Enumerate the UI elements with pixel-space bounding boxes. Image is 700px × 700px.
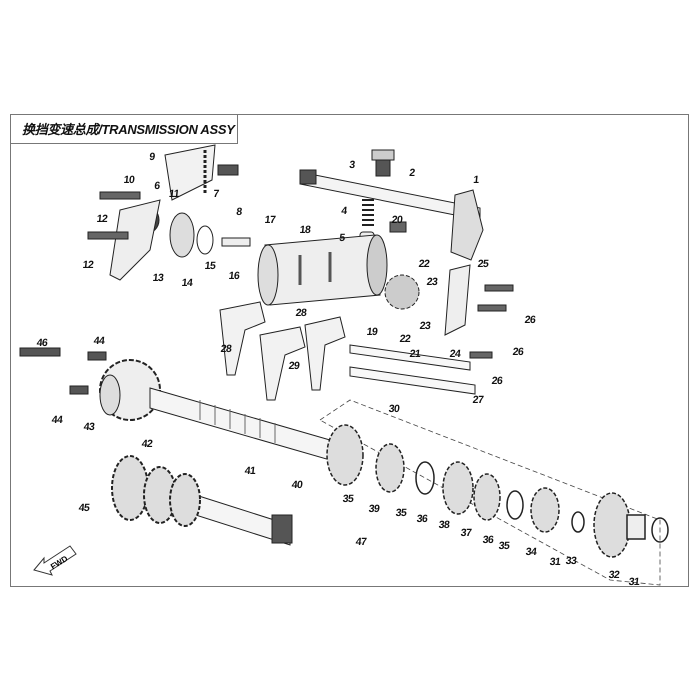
- callout-43: 43: [83, 421, 95, 433]
- gear-stack: [326, 424, 669, 558]
- callout-18: 18: [299, 224, 311, 236]
- callout-28: 28: [220, 343, 232, 355]
- callout-10: 10: [123, 174, 135, 186]
- callout-38: 38: [438, 519, 450, 531]
- diagram-frame: [10, 114, 689, 587]
- shift-drum: [257, 234, 388, 306]
- callout-34: 34: [525, 546, 537, 558]
- bolt-2: [371, 149, 395, 177]
- callout-32: 32: [608, 569, 620, 581]
- callout-15: 15: [204, 260, 216, 272]
- callout-21: 21: [409, 348, 421, 360]
- callout-13: 13: [152, 272, 164, 284]
- callout-35: 35: [498, 540, 510, 552]
- callout-22: 22: [399, 333, 411, 345]
- callout-35: 35: [342, 493, 354, 505]
- callout-14: 14: [181, 277, 193, 289]
- title-text: 换挡变速总成/TRANSMISSION ASSY: [22, 122, 235, 137]
- counter-shaft: [111, 455, 293, 546]
- callout-45: 45: [78, 502, 90, 514]
- callout-26: 26: [512, 346, 524, 358]
- callout-28: 28: [295, 307, 307, 319]
- callout-25: 25: [477, 258, 489, 270]
- shift-forks: [219, 301, 476, 401]
- gear-group-outline: [319, 399, 661, 586]
- callout-23: 23: [426, 276, 438, 288]
- callout-39: 39: [368, 503, 380, 515]
- callout-29: 29: [288, 360, 300, 372]
- callout-36: 36: [482, 534, 494, 546]
- callout-42: 42: [141, 438, 153, 450]
- stopper-arm: [87, 144, 251, 281]
- callout-12: 12: [82, 259, 94, 271]
- callout-36: 36: [416, 513, 428, 525]
- callout-31: 31: [628, 576, 640, 588]
- callout-33: 33: [565, 555, 577, 567]
- callout-20: 20: [391, 214, 403, 226]
- callout-16: 16: [228, 270, 240, 282]
- callout-11: 11: [168, 188, 180, 200]
- callout-41: 41: [244, 465, 256, 477]
- callout-24: 24: [449, 348, 461, 360]
- fwd-arrow-icon: FWD: [30, 540, 80, 581]
- callout-12: 12: [96, 213, 108, 225]
- shift-shaft: [299, 169, 484, 261]
- callout-26: 26: [491, 375, 503, 387]
- cam-plate: [384, 221, 514, 359]
- callout-19: 19: [366, 326, 378, 338]
- callout-23: 23: [419, 320, 431, 332]
- callout-40: 40: [291, 479, 303, 491]
- callout-30: 30: [388, 403, 400, 415]
- callout-27: 27: [472, 394, 484, 406]
- output-sprocket: [19, 347, 161, 421]
- callout-47: 47: [355, 536, 367, 548]
- callout-46: 46: [36, 337, 48, 349]
- spring-4: [362, 199, 374, 226]
- page-title: 换挡变速总成/TRANSMISSION ASSY: [10, 114, 238, 144]
- callout-37: 37: [460, 527, 472, 539]
- callout-44: 44: [51, 414, 63, 426]
- callout-31: 31: [549, 556, 561, 568]
- callout-22: 22: [418, 258, 430, 270]
- callout-26: 26: [524, 314, 536, 326]
- callout-17: 17: [264, 214, 276, 226]
- callout-35: 35: [395, 507, 407, 519]
- callout-44: 44: [93, 335, 105, 347]
